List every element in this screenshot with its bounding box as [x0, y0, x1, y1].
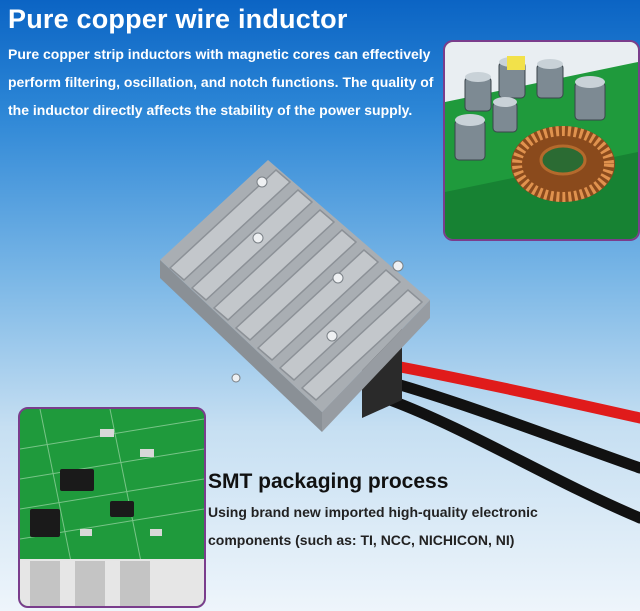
- page-title: Pure copper wire inductor: [8, 4, 348, 34]
- converter-product-image: [140, 150, 640, 550]
- inductor-description: Pure copper strip inductors with magneti…: [8, 46, 434, 118]
- smt-description: Using brand new imported high-quality el…: [208, 504, 538, 548]
- smt-pcb-photo: [18, 407, 206, 608]
- converter-illustration: [160, 160, 640, 524]
- inductor-photo: [443, 40, 640, 241]
- smt-section-title: SMT packaging process: [208, 470, 449, 493]
- output-cables: [384, 359, 640, 524]
- smt-pcb-illustration: [20, 409, 204, 606]
- inductor-photo-illustration: [445, 42, 638, 239]
